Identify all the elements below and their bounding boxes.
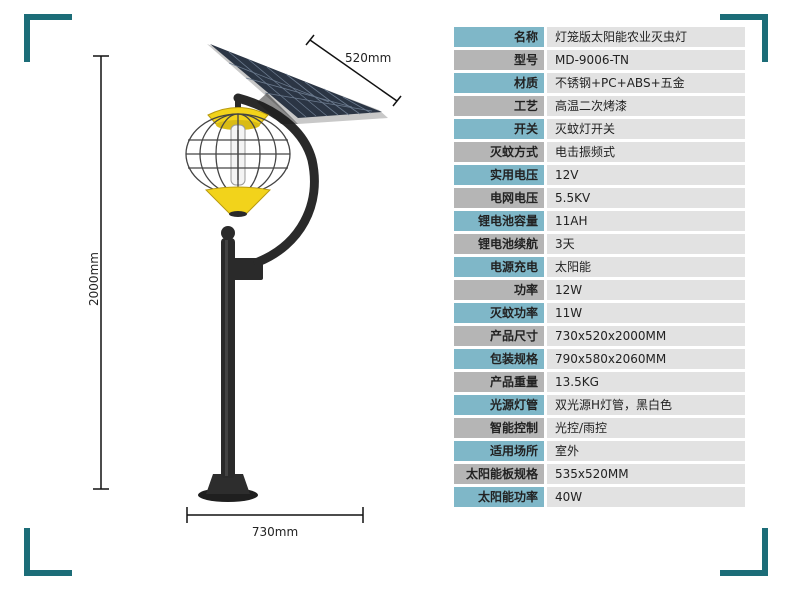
spec-row: 光源灯管双光源H灯管，黑白色 <box>454 395 745 415</box>
spec-key: 太阳能功率 <box>454 487 544 507</box>
panel-dimension-line <box>305 34 402 107</box>
spec-value: 40W <box>547 487 745 507</box>
spec-row: 工艺高温二次烤漆 <box>454 96 745 116</box>
spec-key: 工艺 <box>454 96 544 116</box>
spec-key: 材质 <box>454 73 544 93</box>
corner-bracket-bottom-right <box>720 528 768 576</box>
width-dimension-label: 730mm <box>251 525 299 539</box>
spec-key: 产品重量 <box>454 372 544 392</box>
spec-key: 电源充电 <box>454 257 544 277</box>
spec-key: 灭蚊方式 <box>454 142 544 162</box>
insect-killer-lamp-icon <box>185 107 291 217</box>
spec-value: 灭蚊灯开关 <box>547 119 745 139</box>
spec-key: 锂电池续航 <box>454 234 544 254</box>
spec-value: 3天 <box>547 234 745 254</box>
spec-row: 材质不锈钢+PC+ABS+五金 <box>454 73 745 93</box>
spec-value: 730x520x2000MM <box>547 326 745 346</box>
spec-row: 适用场所室外 <box>454 441 745 461</box>
spec-row: 电源充电太阳能 <box>454 257 745 277</box>
spec-key: 电网电压 <box>454 188 544 208</box>
spec-key: 光源灯管 <box>454 395 544 415</box>
spec-key: 型号 <box>454 50 544 70</box>
spec-value: 12W <box>547 280 745 300</box>
spec-value: 双光源H灯管，黑白色 <box>547 395 745 415</box>
product-illustration <box>93 34 402 523</box>
lamp-pole <box>221 226 263 478</box>
spec-key: 太阳能板规格 <box>454 464 544 484</box>
lamp-base <box>198 474 258 502</box>
spec-row: 灭蚊方式电击振频式 <box>454 142 745 162</box>
height-dimension-line <box>93 55 109 490</box>
spec-row: 开关灭蚊灯开关 <box>454 119 745 139</box>
solar-panel-icon <box>207 44 388 124</box>
spec-key: 名称 <box>454 27 544 47</box>
width-dimension-line <box>186 507 364 523</box>
spec-value: 灯笼版太阳能农业灭虫灯 <box>547 27 745 47</box>
spec-key: 灭蚊功率 <box>454 303 544 323</box>
spec-key: 开关 <box>454 119 544 139</box>
spec-value: 高温二次烤漆 <box>547 96 745 116</box>
spec-value: MD-9006-TN <box>547 50 745 70</box>
spec-key: 产品尺寸 <box>454 326 544 346</box>
spec-value: 535x520MM <box>547 464 745 484</box>
spec-value: 光控/雨控 <box>547 418 745 438</box>
spec-value: 室外 <box>547 441 745 461</box>
spec-value: 太阳能 <box>547 257 745 277</box>
spec-key: 实用电压 <box>454 165 544 185</box>
spec-value: 5.5KV <box>547 188 745 208</box>
spec-key: 包装规格 <box>454 349 544 369</box>
spec-value: 790x580x2060MM <box>547 349 745 369</box>
spec-key: 锂电池容量 <box>454 211 544 231</box>
corner-bracket-top-right <box>720 14 768 62</box>
spec-value: 13.5KG <box>547 372 745 392</box>
spec-key: 智能控制 <box>454 418 544 438</box>
spec-row: 名称灯笼版太阳能农业灭虫灯 <box>454 27 745 47</box>
spec-key: 适用场所 <box>454 441 544 461</box>
spec-value: 不锈钢+PC+ABS+五金 <box>547 73 745 93</box>
spec-value: 12V <box>547 165 745 185</box>
corner-bracket-top-left <box>24 14 72 62</box>
height-dimension-label: 2000mm <box>87 252 101 306</box>
spec-value: 11AH <box>547 211 745 231</box>
spec-value: 11W <box>547 303 745 323</box>
panel-dimension-label: 520mm <box>345 51 392 65</box>
corner-bracket-bottom-left <box>24 528 72 576</box>
spec-key: 功率 <box>454 280 544 300</box>
spec-row: 智能控制光控/雨控 <box>454 418 745 438</box>
spec-value: 电击振频式 <box>547 142 745 162</box>
